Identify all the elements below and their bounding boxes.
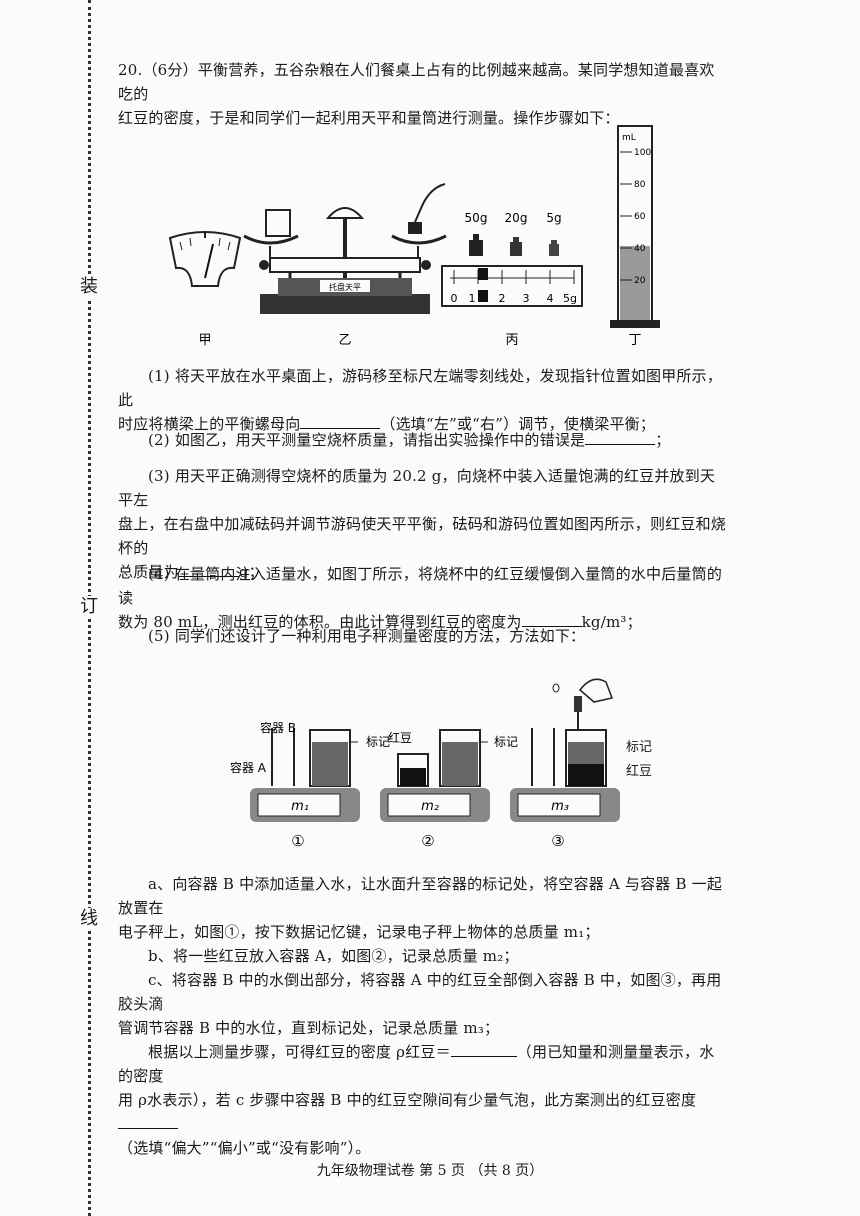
sub-question-4: (4) 在量筒内注入适量水，如图丁所示，将烧杯中的红豆缓慢倒入量筒的水中后量筒的… xyxy=(118,562,728,634)
cylinder-tick-60: 60 xyxy=(634,212,646,222)
binding-char-ding: 订 xyxy=(80,596,98,618)
circle-label-3: ③ xyxy=(551,832,564,850)
top-figures: 托盘天平 50g 20g 5g 0 1 2 3 4 5g mL xyxy=(168,125,660,348)
label-mark-1: 标记 xyxy=(366,735,390,749)
intro-line-1: 20.（6分）平衡营养，五谷杂粮在人们餐桌上占有的比例越来越高。某同学想知道最喜… xyxy=(118,61,715,103)
figure-bing-ruler: 0 1 2 3 4 5g xyxy=(441,265,583,307)
conclusion-line-3: （选填“偏大”“偏小”或“没有影响”）。 xyxy=(118,1139,371,1157)
dropper-icon xyxy=(552,678,614,740)
sub-question-3: (3) 用天平正确测得空烧杯的质量为 20.2 g，向烧杯中装入适量饱满的红豆并… xyxy=(118,464,728,584)
figure-jia-pointer xyxy=(168,231,242,287)
label-container-b: 容器 B xyxy=(260,720,296,735)
ruler-tick-0: 0 xyxy=(451,292,458,305)
weight-label-20g: 20g xyxy=(505,211,528,225)
step-a-line-1: a、向容器 B 中添加适量入水，让水面升至容器的标记处，将空容器 A 与容器 B… xyxy=(118,875,723,917)
conclusion-line-2a: 用 ρ水表示），若 c 步骤中容器 B 中的红豆空隙间有少量气泡，此方案测出的红… xyxy=(118,1091,697,1109)
cylinder-tick-100: 100 xyxy=(634,148,651,158)
label-mark-3: 标记 xyxy=(626,740,653,755)
answer-blank-density[interactable] xyxy=(450,1040,517,1057)
p1-line-a: (1) 将天平放在水平桌面上，游码移至标尺左端零刻线处，发现指针位置如图甲所示，… xyxy=(118,367,723,409)
binding-char-zhuang: 装 xyxy=(80,276,98,298)
p2-line-b: ； xyxy=(655,431,671,449)
p1-line-c: （选填“左”或“右”）调节，使横梁平衡； xyxy=(380,415,656,433)
answer-blank-1[interactable] xyxy=(300,412,381,429)
p4-line-b: 数为 80 mL，测出红豆的体积。由此计算得到红豆的密度为 xyxy=(118,613,522,631)
p3-line-d: g； xyxy=(238,563,264,581)
p4-line-c: kg/m³； xyxy=(581,613,642,631)
mass-label-m3: m₃ xyxy=(551,799,569,814)
sub-question-5: (5) 同学们还设计了一种利用电子秤测量密度的方法，方法如下： xyxy=(118,624,728,648)
label-container-a: 容器 A xyxy=(230,760,267,775)
p2-line-a: (2) 如图乙，用天平测量空烧杯质量，请指出实验操作中的错误是 xyxy=(148,431,586,449)
balance-plate-label: 托盘天平 xyxy=(329,282,361,292)
step-c-line-2: 管调节容器 B 中的水位，直到标记处，记录总质量 m₃； xyxy=(118,1019,500,1037)
ruler-tick-3: 3 xyxy=(523,292,530,305)
answer-blank-3[interactable] xyxy=(178,560,239,577)
sub-question-1: (1) 将天平放在水平桌面上，游码移至标尺左端零刻线处，发现指针位置如图甲所示，… xyxy=(118,364,728,436)
step-b-line: b、将一些红豆放入容器 A，如图②，记录总质量 m₂； xyxy=(148,947,519,965)
cylinder-tick-40: 40 xyxy=(634,244,646,254)
figure-yi-balance: 托盘天平 xyxy=(243,183,447,314)
mass-label-m2: m₂ xyxy=(421,799,439,814)
circle-label-2: ② xyxy=(421,832,434,850)
ruler-tick-1: 1 xyxy=(469,292,476,305)
bottom-figures: m₁ ① 容器 B 容器 A 标记 m₂ ② 红豆 标记 m₃ ③ xyxy=(230,678,620,850)
step-c-line-1: c、将容器 B 中的水倒出部分，将容器 A 中的红豆全部倒入容器 B 中，如图③… xyxy=(118,971,722,1013)
p3-line-c: 总质量为 xyxy=(118,563,179,581)
cylinder-tick-80: 80 xyxy=(634,180,646,190)
method-steps: a、向容器 B 中添加适量入水，让水面升至容器的标记处，将空容器 A 与容器 B… xyxy=(118,872,728,1160)
figure-label-ding: 丁 xyxy=(628,333,641,348)
p3-line-b: 盘上，在右盘中加减砝码并调节游码使天平平衡，砝码和游码位置如图丙所示，则红豆和烧… xyxy=(118,515,727,557)
mass-label-m1: m₁ xyxy=(291,799,309,814)
figure-ding-cylinder: mL 100 80 60 40 20 xyxy=(610,125,660,328)
scale-setup-2: m₂ ② 红豆 标记 xyxy=(380,729,518,850)
scale-setup-1: m₁ ① 容器 B 容器 A 标记 xyxy=(230,720,390,850)
weight-label-5g: 5g xyxy=(546,211,561,225)
p4-line-a: (4) 在量筒内注入适量水，如图丁所示，将烧杯中的红豆缓慢倒入量筒的水中后量筒的… xyxy=(118,565,723,607)
sub-question-2: (2) 如图乙，用天平测量空烧杯质量，请指出实验操作中的错误是 ； xyxy=(118,428,728,452)
ruler-tick-4: 4 xyxy=(547,292,554,305)
intro-line-2: 红豆的密度，于是和同学们一起利用天平和量筒进行测量。操作步骤如下： xyxy=(118,109,620,127)
p1-line-b: 时应将横梁上的平衡螺母向 xyxy=(118,415,301,433)
cylinder-unit: mL xyxy=(622,133,636,143)
answer-blank-4[interactable] xyxy=(521,610,582,627)
p5-line: (5) 同学们还设计了一种利用电子秤测量密度的方法，方法如下： xyxy=(148,627,586,645)
ruler-tick-5g: 5g xyxy=(563,292,577,305)
label-mark-2: 标记 xyxy=(494,735,518,749)
question-intro: 20.（6分）平衡营养，五谷杂粮在人们餐桌上占有的比例越来越高。某同学想知道最喜… xyxy=(118,58,728,130)
ruler-tick-2: 2 xyxy=(499,292,506,305)
answer-blank-2[interactable] xyxy=(585,428,656,445)
figure-bing-weights: 50g 20g 5g xyxy=(465,211,562,256)
label-beans-2: 红豆 xyxy=(388,730,412,745)
figure-label-yi: 乙 xyxy=(338,333,351,348)
figure-label-jia: 甲 xyxy=(198,333,211,348)
scale-setup-3: m₃ ③ xyxy=(510,728,620,850)
step-a-line-2: 电子秤上，如图①，按下数据记忆键，记录电子秤上物体的总质量 m₁； xyxy=(118,923,600,941)
conclusion-line-1b: （用已知量和测量量表示，水的密度 xyxy=(118,1043,715,1085)
binding-char-xian: 线 xyxy=(80,908,98,930)
cylinder-tick-20: 20 xyxy=(634,276,646,286)
label-beans-3: 红豆 xyxy=(626,764,653,779)
page-footer: 九年级物理试卷 第 5 页 （共 8 页） xyxy=(316,1163,544,1179)
figure-label-bing: 丙 xyxy=(505,333,518,348)
circle-label-1: ① xyxy=(291,832,304,850)
answer-blank-effect[interactable] xyxy=(118,1112,178,1129)
weight-label-50g: 50g xyxy=(465,211,488,225)
conclusion-line-1a: 根据以上测量步骤，可得红豆的密度 ρ红豆＝ xyxy=(148,1043,451,1061)
p3-line-a: (3) 用天平正确测得空烧杯的质量为 20.2 g，向烧杯中装入适量饱满的红豆并… xyxy=(118,467,716,509)
